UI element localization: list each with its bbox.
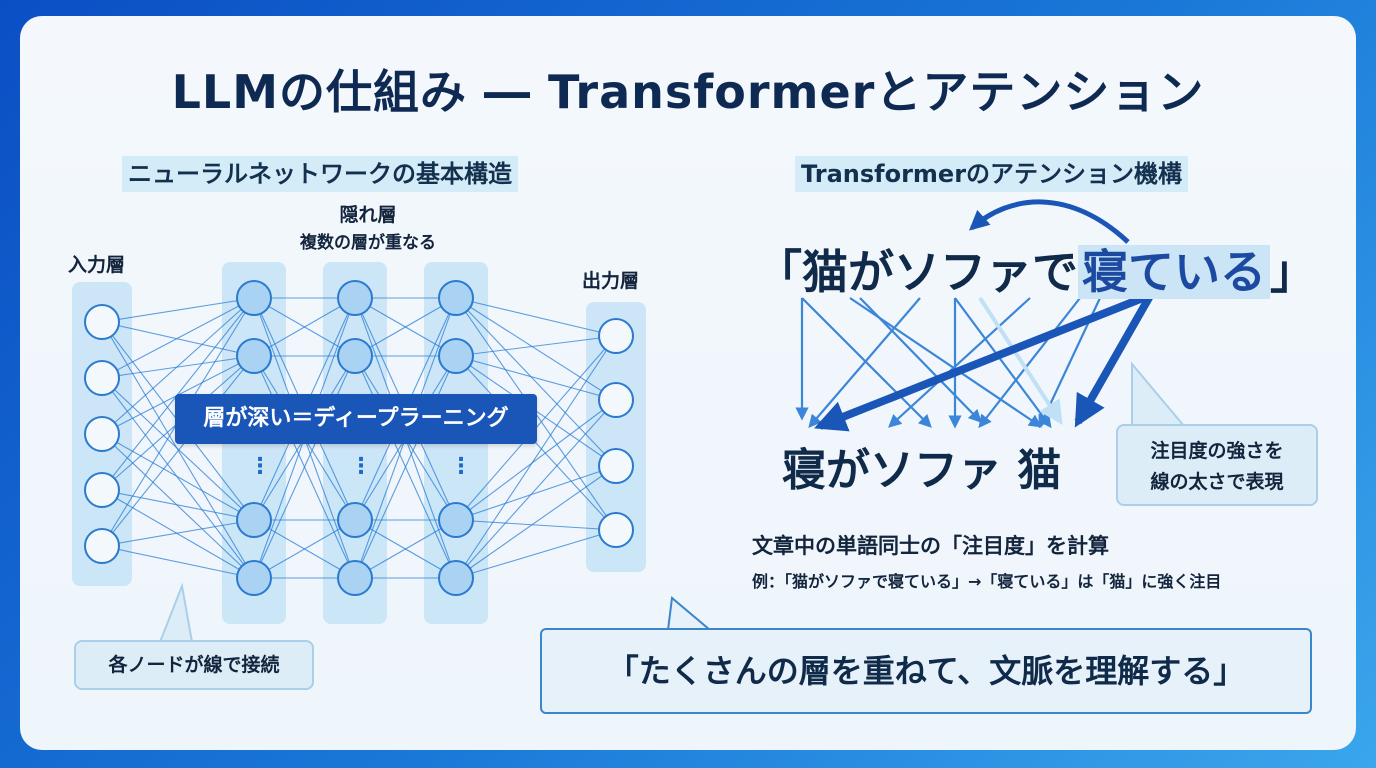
right-section-heading: Transformerのアテンション機構: [795, 156, 1189, 192]
hidden-layer-label: 隠れ層: [339, 204, 397, 226]
connection-line: [455, 519, 617, 531]
summary-callout-tail: [666, 596, 713, 631]
connection-line: [455, 355, 617, 401]
output-layer-label: 出力層: [582, 270, 640, 292]
attention-arrow-strong: [814, 292, 1150, 432]
network-node: [598, 318, 634, 354]
weight-callout-tail: [1131, 361, 1187, 427]
ellipsis-col3: ⋮: [450, 454, 472, 479]
connection-line: [455, 335, 617, 357]
connection-line: [455, 465, 617, 521]
connection-line: [101, 321, 255, 357]
attention-arrow-curved: [969, 199, 1130, 244]
neural-network-diagram: [72, 199, 1187, 643]
network-node: [438, 502, 474, 538]
network-node: [598, 448, 634, 484]
connection-line: [101, 297, 255, 379]
connection-line: [455, 399, 617, 579]
layer-column-4: [586, 302, 646, 572]
connection-line: [455, 399, 617, 521]
connection-line: [101, 489, 255, 521]
connection-line: [354, 297, 457, 357]
network-node: [337, 502, 373, 538]
connection-callout-tail: [158, 582, 194, 643]
connection-line: [253, 519, 356, 579]
summary-box: 「たくさんの層を重ねて、文脈を理解する」: [540, 628, 1312, 714]
connection-line: [455, 297, 617, 401]
network-node: [598, 512, 634, 548]
connection-line: [101, 297, 255, 435]
network-node: [236, 280, 272, 316]
connection-line: [455, 355, 617, 531]
attention-sentence: 「猫がソファで寝ている」: [756, 236, 1316, 302]
connection-line: [101, 377, 255, 521]
connection-line: [354, 519, 457, 579]
network-node: [84, 304, 120, 340]
connection-callout-text: 各ノードが線で接続: [108, 654, 280, 676]
hidden-layer-sublabel: 複数の層が重なる: [300, 233, 436, 253]
sentence-highlight: 寝ている: [1078, 245, 1270, 299]
page-title: LLMの仕組み ― Transformerとアテンション: [171, 65, 1205, 119]
network-node: [84, 416, 120, 452]
network-node: [84, 472, 120, 508]
connection-callout: 各ノードが線で接続: [74, 640, 314, 690]
network-node: [337, 280, 373, 316]
weight-callout-line1: 注目度の強さを: [1150, 440, 1284, 462]
attention-example: 例：「猫がソファで寝ている」→「寝ている」は「猫」に強く注目: [752, 572, 1222, 591]
connection-line: [455, 465, 617, 579]
slide-card: LLMの仕組み ― Transformerとアテンション ニューラルネットワーク…: [20, 16, 1356, 750]
connection-line: [455, 335, 617, 579]
weight-callout-line2: 線の太さで表現: [1150, 471, 1284, 493]
network-node: [236, 338, 272, 374]
connection-line: [101, 297, 255, 323]
network-node: [236, 502, 272, 538]
connection-line: [455, 297, 617, 337]
attention-arrow-strong: [1074, 294, 1154, 428]
connection-line: [101, 355, 255, 547]
sentence-open: 「猫がソファで: [756, 245, 1078, 299]
network-node: [337, 338, 373, 374]
attention-arrow-thin: [978, 297, 1081, 429]
network-node: [598, 382, 634, 418]
sentence-close: 」: [1270, 245, 1316, 299]
attention-arrow-thin: [859, 297, 982, 423]
network-node: [84, 360, 120, 396]
ellipsis-col1: ⋮: [249, 454, 271, 479]
network-node: [438, 280, 474, 316]
ellipsis-col2: ⋮: [350, 454, 372, 479]
attention-arrow-thin: [954, 297, 1052, 429]
deep-learning-label: 層が深い＝ディープラーニング: [175, 394, 537, 444]
network-node: [236, 560, 272, 596]
attention-arrow-faint: [978, 296, 1063, 426]
connection-line: [455, 529, 617, 579]
connection-line: [354, 355, 457, 579]
network-node: [438, 338, 474, 374]
connection-line: [101, 545, 255, 579]
attention-bottom-words: 寝がソファ 猫: [782, 445, 1062, 496]
network-node: [438, 560, 474, 596]
network-node: [84, 528, 120, 564]
connection-line: [101, 355, 255, 379]
connection-line: [253, 297, 356, 357]
network-node: [337, 560, 373, 596]
connection-line: [455, 297, 617, 467]
attention-arrow-thin: [888, 297, 1031, 428]
connection-line: [253, 355, 356, 579]
attention-note: 文章中の単語同士の「注目度」を計算: [752, 534, 1109, 558]
connection-line: [101, 433, 255, 521]
left-section-heading: ニューラルネットワークの基本構造: [122, 156, 518, 192]
weight-callout: 注目度の強さを 線の太さで表現: [1116, 424, 1318, 506]
connection-line: [101, 519, 255, 547]
input-layer-label: 入力層: [68, 254, 126, 276]
